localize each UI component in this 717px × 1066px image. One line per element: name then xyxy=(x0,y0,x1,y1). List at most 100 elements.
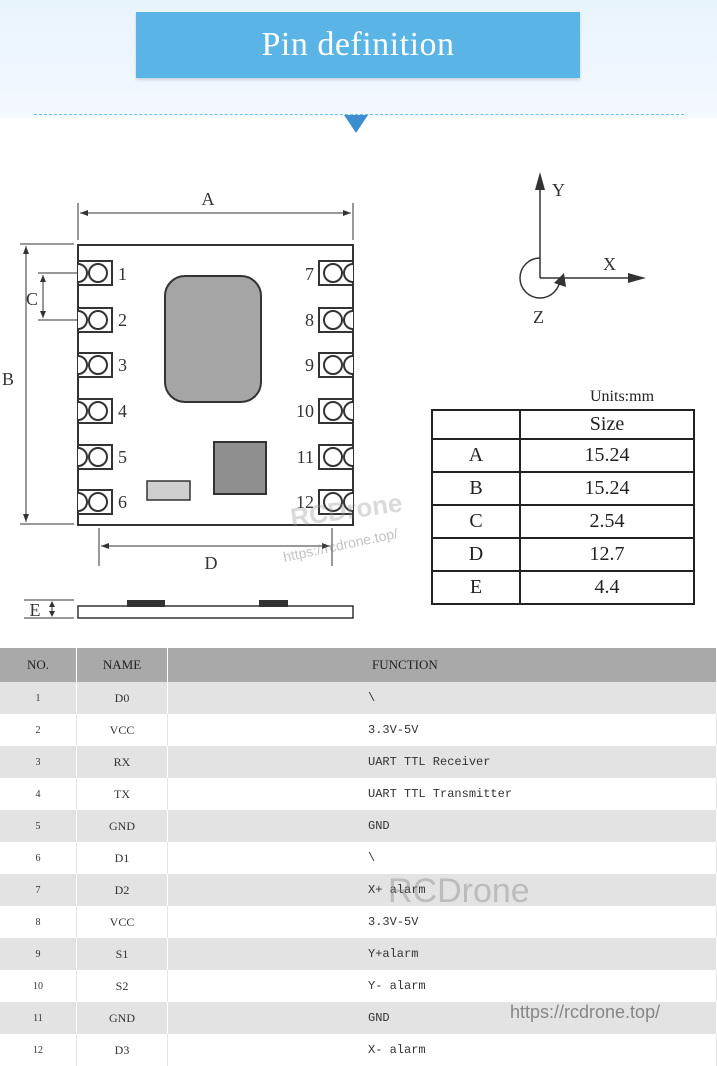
size-key: B xyxy=(431,471,521,506)
pin-name: D0 xyxy=(76,682,168,714)
pin-name: VCC xyxy=(76,714,168,746)
pin-name: D1 xyxy=(76,842,168,874)
dim-e-label: E xyxy=(30,600,41,620)
right-pads xyxy=(318,260,354,515)
side-view-chip-2 xyxy=(259,600,288,607)
pin-no: 9 xyxy=(0,938,77,970)
pin-label-6: 6 xyxy=(118,492,127,512)
pin-label-5: 5 xyxy=(118,447,127,467)
down-pointer-icon xyxy=(344,115,368,133)
axes-icon xyxy=(519,172,646,299)
table-row: 10 S2 Y- alarm xyxy=(0,970,717,1002)
pin-no: 5 xyxy=(0,810,77,842)
pin-function: GND xyxy=(167,1002,717,1034)
pin-no: 11 xyxy=(0,1002,77,1034)
pin-name: D3 xyxy=(76,1034,168,1066)
table-row: 7 D2 X+ alarm xyxy=(0,874,717,906)
resistor xyxy=(146,480,191,501)
size-key: E xyxy=(431,570,521,605)
table-row: 2 VCC 3.3V-5V xyxy=(0,714,717,746)
table-row: 8 VCC 3.3V-5V xyxy=(0,906,717,938)
pin-no: 8 xyxy=(0,906,77,938)
pin-label-11: 11 xyxy=(297,447,314,467)
pin-label-9: 9 xyxy=(305,355,314,375)
pin-no: 10 xyxy=(0,970,77,1002)
table-row: 5 GND GND xyxy=(0,810,717,842)
page-title: Pin definition xyxy=(261,26,455,63)
divider xyxy=(34,114,684,115)
pin-function: X- alarm xyxy=(167,1034,717,1066)
axis-y-label: Y xyxy=(552,180,565,200)
axis-x-label: X xyxy=(603,254,616,274)
pin-function: UART TTL Receiver xyxy=(167,746,717,778)
table-row: 4 TX UART TTL Transmitter xyxy=(0,778,717,810)
pin-name: S2 xyxy=(76,970,168,1002)
axis-z-label: Z xyxy=(533,307,544,327)
pin-table: NO. NAME FUNCTION 1 D0 \ 2 VCC 3.3V-5V 3… xyxy=(0,648,717,1066)
pin-function: \ xyxy=(167,682,717,714)
table-row: 12 D3 X- alarm xyxy=(0,1034,717,1066)
size-value: 2.54 xyxy=(519,504,695,539)
pin-label-12: 12 xyxy=(296,492,314,512)
pin-no: 7 xyxy=(0,874,77,906)
pin-function: UART TTL Transmitter xyxy=(167,778,717,810)
pin-name: GND xyxy=(76,1002,168,1034)
pin-label-7: 7 xyxy=(305,264,314,284)
pin-label-2: 2 xyxy=(118,310,127,330)
col-header-name: NAME xyxy=(76,648,168,682)
pin-function: Y- alarm xyxy=(167,970,717,1002)
size-value: 4.4 xyxy=(519,570,695,605)
table-row: 3 RX UART TTL Receiver xyxy=(0,746,717,778)
table-row: 11 GND GND xyxy=(0,1002,717,1034)
col-header-no: NO. xyxy=(0,648,77,682)
pin-no: 6 xyxy=(0,842,77,874)
pin-function: 3.3V-5V xyxy=(167,714,717,746)
pin-no: 4 xyxy=(0,778,77,810)
pin-no: 12 xyxy=(0,1034,77,1066)
chip-large xyxy=(164,275,262,403)
col-header-function: FUNCTION xyxy=(167,648,717,682)
size-table: Size A 15.24 B 15.24 C 2.54 D 12.7 E 4.4 xyxy=(431,409,695,605)
title-banner: Pin definition xyxy=(136,12,580,78)
dim-c-label: C xyxy=(26,289,38,309)
pin-label-1: 1 xyxy=(118,264,127,284)
side-view-chip-1 xyxy=(127,600,165,607)
pin-label-3: 3 xyxy=(118,355,127,375)
size-value: 15.24 xyxy=(519,471,695,506)
pin-no: 2 xyxy=(0,714,77,746)
side-view-board xyxy=(77,605,354,619)
dim-a-label: A xyxy=(202,189,215,209)
size-value: 12.7 xyxy=(519,537,695,572)
pin-label-8: 8 xyxy=(305,310,314,330)
left-pads xyxy=(77,260,113,515)
size-table-header: Size xyxy=(519,409,695,440)
units-label: Units:mm xyxy=(590,388,655,405)
pin-name: TX xyxy=(76,778,168,810)
size-key: D xyxy=(431,537,521,572)
pin-no: 1 xyxy=(0,682,77,714)
pin-name: RX xyxy=(76,746,168,778)
pin-label-4: 4 xyxy=(118,401,127,421)
size-value: 15.24 xyxy=(519,438,695,473)
dim-d-label: D xyxy=(205,553,218,573)
pin-name: GND xyxy=(76,810,168,842)
pin-function: Y+alarm xyxy=(167,938,717,970)
pin-label-10: 10 xyxy=(296,401,314,421)
table-row: 9 S1 Y+alarm xyxy=(0,938,717,970)
size-key: A xyxy=(431,438,521,473)
table-row: 6 D1 \ xyxy=(0,842,717,874)
pin-name: D2 xyxy=(76,874,168,906)
pin-name: S1 xyxy=(76,938,168,970)
size-table-corner xyxy=(431,409,521,440)
size-key: C xyxy=(431,504,521,539)
pin-function: GND xyxy=(167,810,717,842)
pin-function: X+ alarm xyxy=(167,874,717,906)
dim-b-label: B xyxy=(2,369,14,389)
pin-function: 3.3V-5V xyxy=(167,906,717,938)
pin-name: VCC xyxy=(76,906,168,938)
chip-small xyxy=(213,441,267,495)
pin-no: 3 xyxy=(0,746,77,778)
watermark-url-footer: https://rcdrone.top/ xyxy=(510,1002,661,1022)
watermark-brand-large: RCDrone xyxy=(388,872,530,910)
pin-function: \ xyxy=(167,842,717,874)
